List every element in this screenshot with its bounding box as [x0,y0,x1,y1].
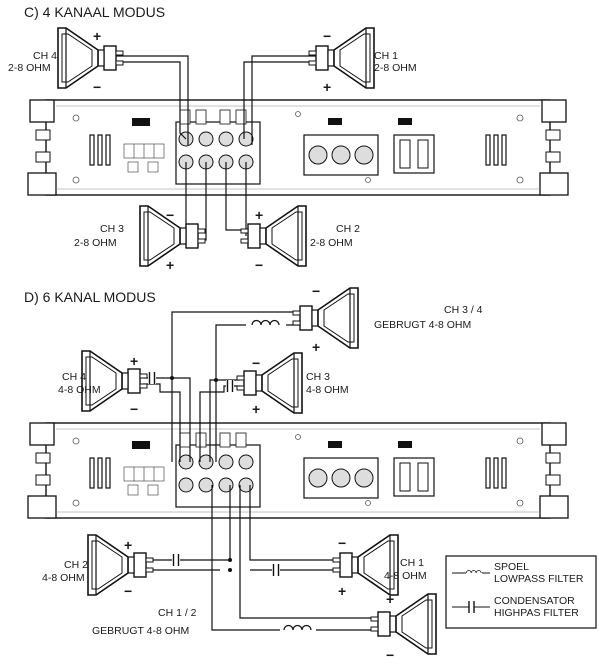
ch4-label: CH 4 [33,50,57,62]
capacitor-icon [171,553,181,567]
polarity-plus: + [386,591,394,607]
ch2-ohm: 2-8 OHM [310,237,353,249]
legend-cap-sub: HIGHPAS FILTER [494,607,579,619]
capacitor-icon [225,379,235,393]
legend-coil-sub: LOWPASS FILTER [494,573,584,585]
polarity-plus: + [312,339,320,355]
speaker-icon [236,352,303,414]
polarity-plus: + [255,207,263,223]
polarity-minus: − [386,647,394,663]
polarity-minus: − [338,535,346,551]
section-c-title: C) 4 KANAAL MODUS [24,4,165,20]
junction-dots [170,376,232,572]
polarity-minus: − [312,283,320,299]
polarity-plus: + [124,537,132,553]
ch4-ohm: 2-8 OHM [8,62,51,74]
ch1-label: CH 1 [374,50,398,62]
section-d-wires [143,311,378,631]
ch34-ohm: GEBRUGT 4-8 OHM [374,319,471,331]
polarity-minus: − [323,28,331,44]
speaker-icon [308,27,375,89]
legend-coil-title: SPOEL [494,561,529,573]
ch3-ohm: 2-8 OHM [74,237,117,249]
speaker-icon [292,287,359,349]
polarity-minus: − [255,257,263,273]
ch3-label-d: CH 3 [306,371,330,383]
polarity-minus: − [166,207,174,223]
ch1-label-d: CH 1 [400,557,424,569]
polarity-minus: − [252,355,260,371]
ch3-label: CH 3 [100,223,124,235]
legend-cap-title: CONDENSATOR [494,595,575,607]
legend: SPOEL LOWPASS FILTER CONDENSATOR HIGHPAS… [445,555,597,629]
polarity-minus: − [124,583,132,599]
ch12-label: CH 1 / 2 [158,607,197,619]
polarity-plus: + [93,28,101,44]
amplifier-icon [27,99,569,196]
speaker-icon [370,593,437,655]
speaker-icon [240,205,307,267]
polarity-plus: + [166,257,174,273]
polarity-plus: + [323,79,331,95]
polarity-minus: − [93,79,101,95]
polarity-plus: + [130,353,138,369]
section-d-title: D) 6 KANAL MODUS [24,289,156,305]
polarity-plus: + [252,401,260,417]
coil-icon [283,624,312,631]
ch2-label: CH 2 [336,223,360,235]
polarity-minus: − [130,401,138,417]
ch4-ohm-d: 4-8 OHM [58,384,101,396]
ch2-label-d: CH 2 [64,559,88,571]
ch1-ohm-d: 4-8 OHM [384,570,427,582]
speaker-icon [87,534,154,596]
ch4-label-d: CH 4 [62,371,86,383]
ch12-ohm: GEBRUGT 4-8 OHM [92,625,189,637]
amplifier-icon [27,422,569,519]
ch1-ohm: 2-8 OHM [374,62,417,74]
ch34-label: CH 3 / 4 [444,304,483,316]
polarity-plus: + [338,583,346,599]
ch3-ohm-d: 4-8 OHM [306,384,349,396]
speaker-icon [57,27,124,89]
coil-icon [251,319,280,326]
capacitor-icon [147,371,157,385]
capacitor-icon [271,563,281,577]
ch2-ohm-d: 4-8 OHM [42,572,85,584]
